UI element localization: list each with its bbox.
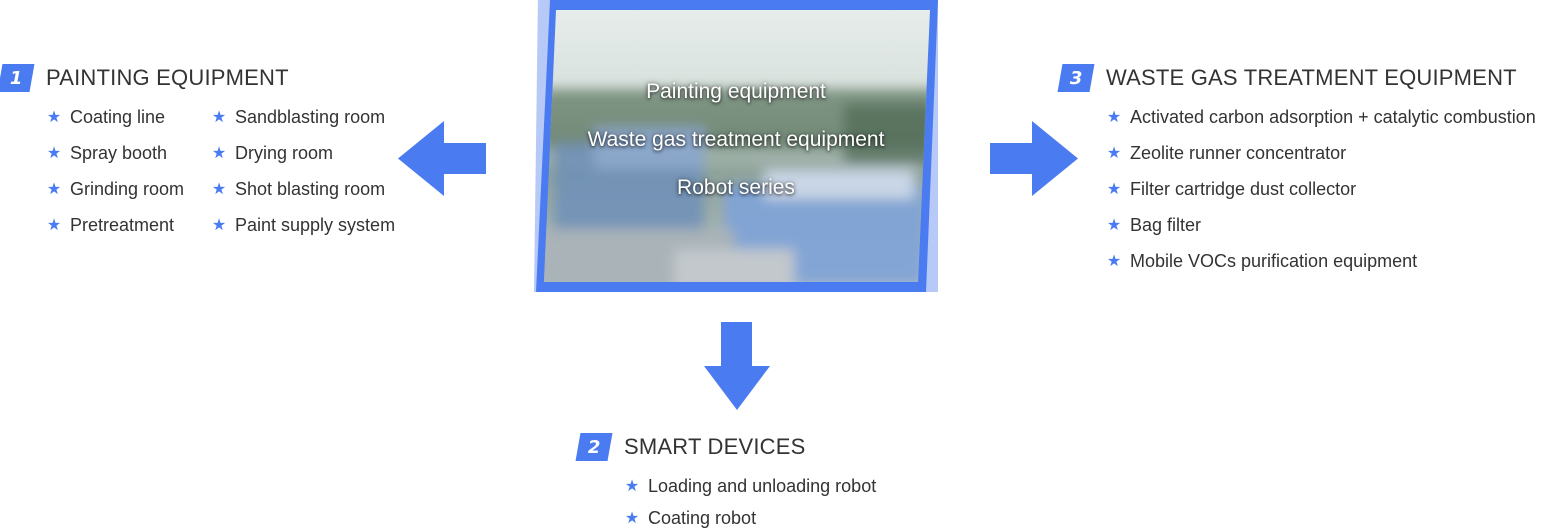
item-label: Activated carbon adsorption + catalytic …: [1130, 106, 1536, 127]
center-line-waste-gas: Waste gas treatment equipment: [587, 128, 885, 151]
star-icon: ★: [1106, 181, 1122, 198]
list-item: ★ Paint supply system: [211, 214, 431, 236]
list-item: ★ Loading and unloading robot: [624, 475, 876, 497]
star-icon: ★: [211, 145, 227, 162]
star-icon: ★: [211, 217, 227, 234]
number-badge: 1: [0, 64, 35, 92]
section-title: PAINTING EQUIPMENT: [46, 65, 289, 90]
arrow-left-icon: [398, 121, 486, 196]
item-label: Grinding room: [70, 178, 185, 199]
star-icon: ★: [1106, 109, 1122, 126]
item-label: Mobile VOCs purification equipment: [1130, 250, 1418, 271]
badge-number: 2: [587, 436, 601, 458]
section-header: 2 SMART DEVICES: [575, 432, 876, 462]
badge-number: 1: [9, 67, 23, 89]
list-item: ★ Pretreatment: [46, 214, 211, 236]
item-label: Spray booth: [70, 142, 168, 163]
painting-equipment-section: 1 PAINTING EQUIPMENT ★ Coating line ★ Sand…: [0, 63, 431, 236]
waste-gas-section: 3 WASTE GAS TREATMENT EQUIPMENT ★ Activat…: [1057, 63, 1536, 272]
list-item: ★ Drying room: [211, 142, 431, 164]
list-item: ★ Activated carbon adsorption + catalytic…: [1106, 106, 1536, 128]
center-photo-panel: Painting equipment Waste gas treatment e…: [534, 0, 938, 294]
item-label: Zeolite runner concentrator: [1130, 142, 1347, 163]
star-icon: ★: [46, 145, 62, 162]
section-title: WASTE GAS TREATMENT EQUIPMENT: [1106, 65, 1517, 90]
item-label: Coating line: [70, 106, 166, 127]
badge-number: 3: [1069, 67, 1083, 89]
star-icon: ★: [211, 109, 227, 126]
list-item: ★ Shot blasting room: [211, 178, 431, 200]
number-badge: 3: [1057, 64, 1095, 92]
arrow-down-icon: [704, 322, 770, 410]
section-header: 3 WASTE GAS TREATMENT EQUIPMENT: [1057, 63, 1536, 93]
star-icon: ★: [624, 478, 640, 495]
item-label: Filter cartridge dust collector: [1130, 178, 1357, 199]
center-photo-image: [534, 0, 938, 292]
item-label: Drying room: [235, 142, 334, 163]
arrow-right-icon: [990, 121, 1078, 196]
item-label: Coating robot: [648, 507, 757, 528]
item-label: Loading and unloading robot: [648, 475, 877, 496]
star-icon: ★: [46, 109, 62, 126]
item-label: Sandblasting room: [235, 106, 386, 127]
list-item: ★ Zeolite runner concentrator: [1106, 142, 1536, 164]
item-label: Bag filter: [1130, 214, 1202, 235]
star-icon: ★: [1106, 253, 1122, 270]
star-icon: ★: [624, 510, 640, 527]
section-title: SMART DEVICES: [624, 434, 806, 459]
waste-items-list: ★ Activated carbon adsorption + catalytic…: [1060, 106, 1536, 272]
center-line-robot: Robot series: [677, 176, 795, 199]
center-line-painting: Painting equipment: [646, 80, 826, 103]
list-item: ★ Grinding room: [46, 178, 211, 200]
smart-devices-section: 2 SMART DEVICES ★ Loading and unloading r…: [575, 432, 876, 529]
star-icon: ★: [211, 181, 227, 198]
star-icon: ★: [46, 217, 62, 234]
list-item: ★ Filter cartridge dust collector: [1106, 178, 1536, 200]
list-item: ★ Bag filter: [1106, 214, 1536, 236]
list-item: ★ Mobile VOCs purification equipment: [1106, 250, 1536, 272]
item-label: Paint supply system: [235, 214, 396, 235]
smart-items-list: ★ Loading and unloading robot ★ Coating ro…: [578, 475, 876, 529]
number-badge: 2: [575, 433, 613, 461]
list-item: ★ Coating line: [46, 106, 211, 128]
section-header: 1 PAINTING EQUIPMENT: [0, 63, 431, 93]
star-icon: ★: [46, 181, 62, 198]
list-item: ★ Spray booth: [46, 142, 211, 164]
star-icon: ★: [1106, 145, 1122, 162]
list-item: ★ Sandblasting room: [211, 106, 431, 128]
item-label: Shot blasting room: [235, 178, 386, 199]
star-icon: ★: [1106, 217, 1122, 234]
item-label: Pretreatment: [70, 214, 175, 235]
painting-items-list: ★ Coating line ★ Sandblasting room ★ Spray …: [0, 106, 431, 236]
list-item: ★ Coating robot: [624, 507, 876, 529]
